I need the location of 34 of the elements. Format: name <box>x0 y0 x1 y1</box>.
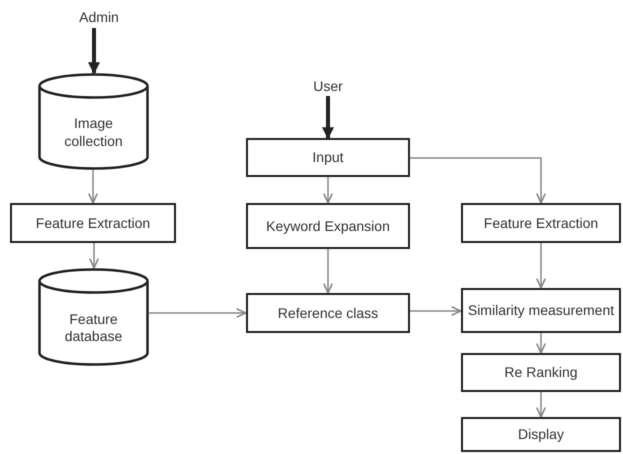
process-box <box>461 203 621 243</box>
node-label: Keyword Expansion <box>266 218 390 234</box>
arrow <box>88 170 98 204</box>
node-label: Feature database <box>64 310 124 346</box>
process-box <box>246 203 410 249</box>
arrow <box>323 177 333 204</box>
node-label: User <box>313 78 343 94</box>
arrow <box>149 308 247 318</box>
process-box <box>461 288 621 333</box>
arrow <box>88 28 100 74</box>
node-label: Image collection <box>63 115 124 150</box>
database-cylinder <box>38 73 149 170</box>
arrow <box>536 392 546 418</box>
arrow <box>410 157 546 204</box>
node-label: Similarity measurement <box>468 302 614 319</box>
process-box <box>246 293 410 333</box>
process-box <box>461 417 621 452</box>
arrow <box>322 96 334 140</box>
node-label: Display <box>518 426 564 443</box>
node-label: Admin <box>79 8 119 26</box>
node-label: Feature Extraction <box>36 214 150 232</box>
arrow <box>410 306 462 316</box>
arrow <box>536 333 546 354</box>
process-box <box>10 203 176 243</box>
node-label: Feature Extraction <box>484 214 598 232</box>
process-box <box>461 353 621 392</box>
arrow <box>323 249 333 294</box>
node-label: Input <box>312 149 344 166</box>
database-cylinder <box>38 268 149 366</box>
node-label: Reference class <box>278 304 378 322</box>
arrow <box>89 243 99 269</box>
node-label: Re Ranking <box>504 364 578 381</box>
process-box <box>246 138 410 177</box>
arrow <box>536 243 546 289</box>
